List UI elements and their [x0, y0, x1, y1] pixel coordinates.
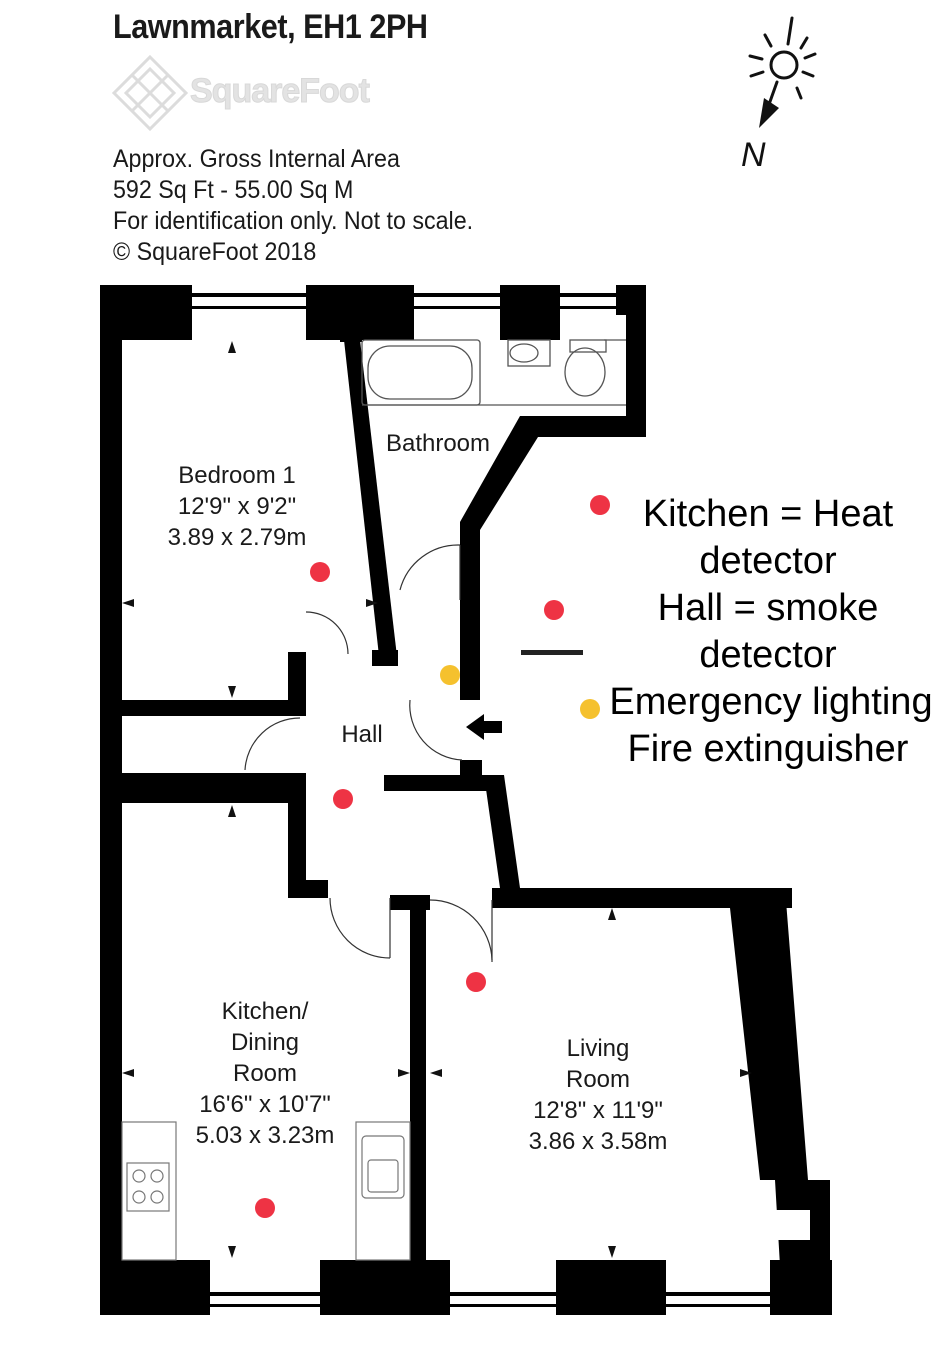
legend-kitchen-heat: Kitchen = Heat	[642, 493, 894, 535]
walls	[100, 285, 832, 1315]
living-name-line2: Room	[565, 1066, 631, 1093]
info-copyright: © SquareFoot 2018	[113, 238, 317, 266]
kitchen-name-line1: Kitchen/	[221, 998, 309, 1025]
bedroom-imperial: 12'9" x 9'2"	[177, 493, 297, 520]
smoke-detector-marker	[544, 600, 564, 620]
emergency-light-marker	[440, 665, 460, 685]
legend-fire-extinguisher: Fire extinguisher	[627, 728, 909, 770]
bathroom-label: Bathroom	[385, 430, 491, 457]
info-area-heading: Approx. Gross Internal Area	[113, 145, 400, 173]
info-area-size: 592 Sq Ft - 55.00 Sq M	[113, 176, 354, 204]
safety-markers	[255, 495, 610, 1218]
kitchen-detector-marker	[255, 1198, 275, 1218]
hall-label: Hall	[341, 721, 383, 748]
bedroom-label: Bedroom 1 12'9" x 9'2" 3.89 x 2.79m	[168, 460, 307, 553]
compass-north-icon: N	[741, 16, 817, 174]
living-label: Living Room 12'8" x 11'9" 3.86 x 3.58m	[529, 1033, 668, 1157]
kitchen-name-line2: Dining	[230, 1029, 300, 1056]
property-address-title: Lawnmarket, EH1 2PH	[113, 8, 428, 46]
kitchen-metric: 5.03 x 3.23m	[195, 1122, 335, 1149]
living-imperial: 12'8" x 11'9"	[533, 1097, 663, 1124]
bedroom-detector-marker	[310, 562, 330, 582]
kitchen-label: Kitchen/ Dining Room 16'6" x 10'7" 5.03 …	[196, 996, 335, 1151]
info-disclaimer: For identification only. Not to scale.	[113, 207, 474, 235]
bedroom-metric: 3.89 x 2.79m	[167, 524, 307, 551]
bedroom-name: Bedroom 1	[178, 462, 296, 489]
legend-emergency-lighting: Emergency lighting	[609, 681, 933, 723]
squarefoot-logo-text: SquareFoot	[190, 72, 371, 111]
squarefoot-logo-icon	[112, 55, 189, 132]
kitchen-imperial: 16'6" x 10'7"	[199, 1091, 331, 1118]
living-detector-marker	[466, 972, 486, 992]
legend-detector-1: detector	[699, 540, 837, 582]
bathroom-fixtures	[361, 339, 626, 406]
entrance-arrow-icon	[466, 714, 502, 740]
living-name-line1: Living	[566, 1035, 630, 1062]
hall-detector-marker	[333, 789, 353, 809]
legend-hall-smoke: Hall = smoke	[657, 587, 879, 629]
legend-detector-2: detector	[699, 634, 837, 676]
kitchen-fixtures	[121, 1121, 411, 1261]
heat-detector-marker	[590, 495, 610, 515]
living-metric: 3.86 x 3.58m	[528, 1128, 668, 1155]
legend-lighting-marker	[580, 699, 600, 719]
kitchen-name-line3: Room	[232, 1060, 298, 1087]
compass-north-label: N	[741, 136, 766, 174]
